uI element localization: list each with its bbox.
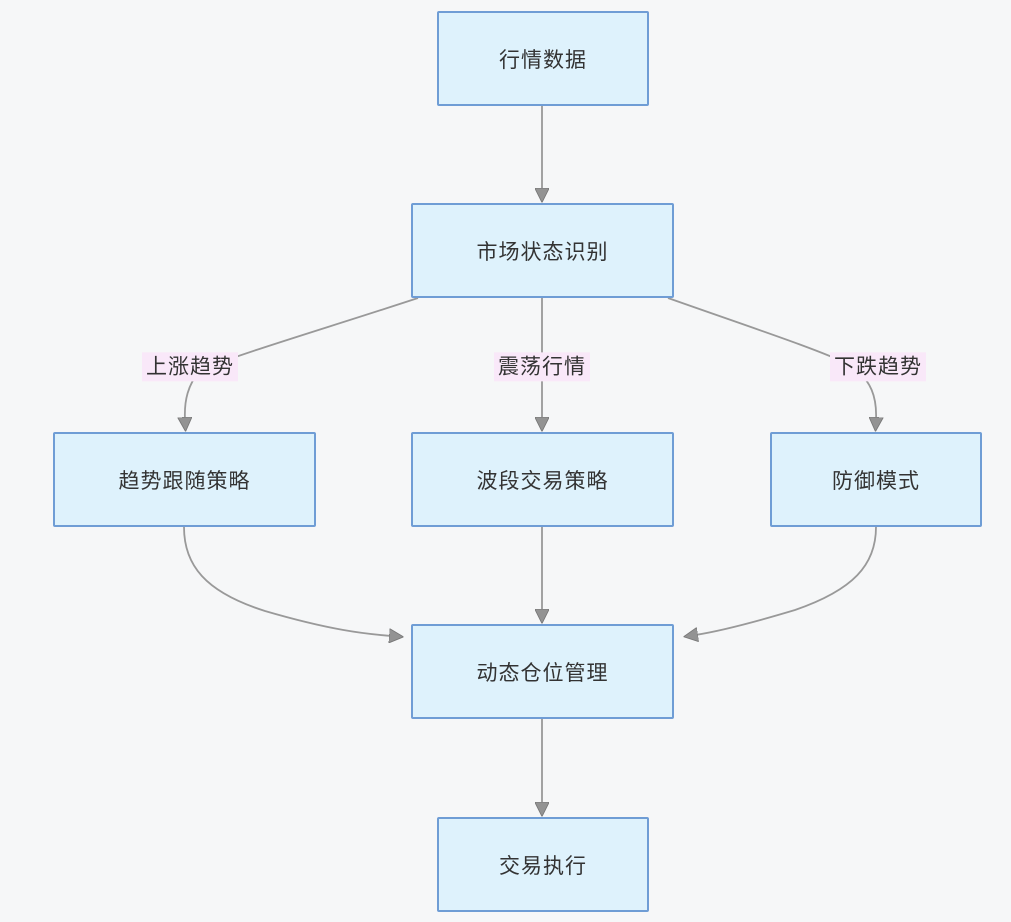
edge-label-uptrend: 上涨趋势 [142,352,238,382]
node-dynamic-position-management: 动态仓位管理 [411,624,674,719]
node-market-data: 行情数据 [437,11,649,106]
edge-label-sideways-market-text: 震荡行情 [498,355,586,379]
node-dynamic-position-management-label: 动态仓位管理 [476,661,609,685]
node-trade-execution: 交易执行 [437,817,649,912]
node-trend-following-strategy-label: 趋势跟随策略 [118,469,251,493]
node-trade-execution-label: 交易执行 [499,854,587,878]
edge-label-uptrend-text: 上涨趋势 [146,355,234,379]
node-swing-trading-strategy-label: 波段交易策略 [476,469,609,493]
node-trend-following-strategy: 趋势跟随策略 [53,432,316,527]
edge-label-downtrend-text: 下跌趋势 [834,355,922,379]
edge-label-downtrend: 下跌趋势 [830,352,926,382]
node-defense-mode: 防御模式 [770,432,982,527]
node-market-state-recognition: 市场状态识别 [411,203,674,298]
edge-label-sideways-market: 震荡行情 [494,352,590,382]
edge-trend-following-to-dynamic-position [183,526,392,636]
edge-defense-mode-to-dynamic-position [695,526,877,635]
node-market-state-recognition-label: 市场状态识别 [476,240,609,264]
node-defense-mode-label: 防御模式 [832,469,920,493]
node-market-data-label: 行情数据 [499,48,587,72]
node-swing-trading-strategy: 波段交易策略 [411,432,674,527]
